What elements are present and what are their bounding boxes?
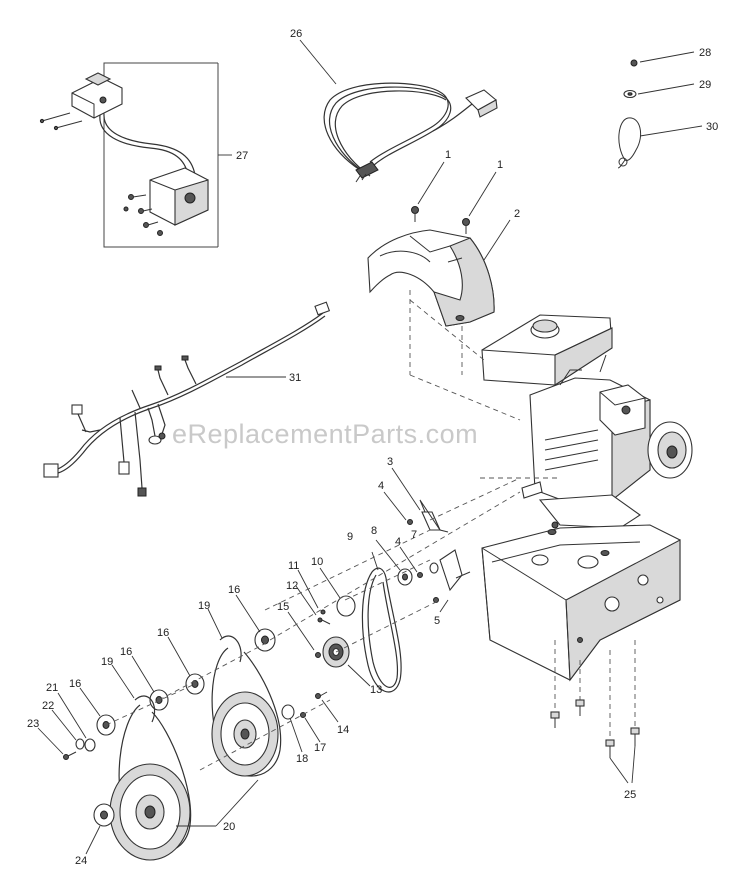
callout-21: 21 — [46, 682, 58, 694]
callout-16b: 16 — [157, 627, 169, 639]
callout-24: 24 — [75, 855, 87, 867]
engine-icon — [481, 314, 693, 553]
callout-15: 15 — [277, 601, 289, 613]
callout-29: 29 — [699, 79, 711, 91]
callout-11: 11 — [288, 560, 299, 572]
callout-8: 8 — [371, 525, 377, 537]
callout-9: 9 — [347, 531, 353, 543]
bolt-icon — [550, 640, 640, 784]
callout-19b: 19 — [101, 656, 113, 668]
callout-14: 14 — [337, 724, 349, 736]
callout-1b: 1 — [497, 159, 503, 171]
washer-icon — [623, 89, 637, 99]
idler-bracket-icon — [375, 467, 471, 613]
auger-pulley-icon — [109, 704, 259, 861]
callout-labels: 1 1 2 3 4 4 5 7 8 9 10 11 12 13 14 15 16… — [27, 28, 718, 867]
drive-belt-icon — [361, 551, 402, 693]
pulley-washer-icon — [79, 594, 276, 736]
hardware-icon — [281, 567, 371, 753]
watermark: eReplacementParts.com — [172, 419, 478, 449]
alignment-lines — [105, 299, 560, 726]
belt-cover-icon — [367, 161, 511, 375]
callout-12: 12 — [286, 580, 298, 592]
callout-17: 17 — [314, 742, 326, 754]
callout-26: 26 — [290, 28, 302, 40]
callout-16c: 16 — [120, 646, 132, 658]
callout-4a: 4 — [378, 480, 384, 492]
callout-3: 3 — [387, 456, 393, 468]
hair-pin-clip-icon — [617, 117, 642, 169]
callout-16a: 16 — [228, 584, 240, 596]
callout-25: 25 — [624, 789, 636, 801]
callout-10: 10 — [311, 556, 323, 568]
callout-2: 2 — [514, 208, 520, 220]
callout-19a: 19 — [198, 600, 210, 612]
callout-13: 13 — [370, 684, 382, 696]
callout-18: 18 — [296, 753, 308, 765]
power-cord-icon — [323, 82, 498, 183]
callout-5: 5 — [434, 615, 440, 627]
callout-22: 22 — [42, 700, 54, 712]
callout-20: 20 — [223, 821, 235, 833]
callout-4b: 4 — [395, 536, 401, 548]
frame-icon — [481, 524, 681, 682]
callout-28: 28 — [699, 47, 711, 59]
nut-icon — [630, 59, 638, 67]
small-hardware-icon — [37, 692, 115, 855]
callout-31: 31 — [289, 372, 301, 384]
callout-16d: 16 — [69, 678, 81, 690]
callout-30: 30 — [706, 121, 718, 133]
callout-1a: 1 — [445, 149, 451, 161]
callout-27: 27 — [236, 150, 248, 162]
starter-kit-icon — [39, 62, 232, 248]
callout-23: 23 — [27, 718, 39, 730]
wiring-harness-icon — [43, 301, 331, 497]
callout-7: 7 — [411, 529, 417, 541]
drive-pulley-icon — [199, 647, 331, 777]
